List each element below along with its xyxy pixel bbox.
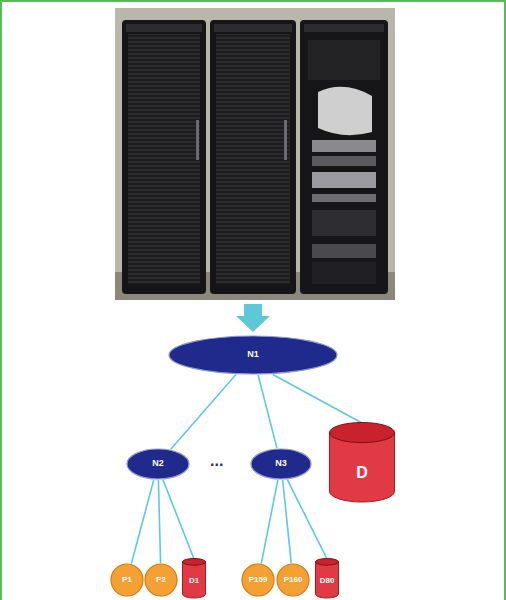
flow-arrow xyxy=(236,304,270,332)
connector-line xyxy=(273,374,362,423)
connector-line xyxy=(283,480,292,563)
node-label: P1 xyxy=(122,576,132,585)
rack xyxy=(300,20,388,294)
cable-bundle xyxy=(318,87,372,135)
connector-line xyxy=(131,480,153,564)
server-unit xyxy=(312,194,376,202)
network-ellipse: N1 xyxy=(168,335,338,375)
circle-fill xyxy=(111,564,143,596)
disk-cylinder: D1 xyxy=(182,558,206,598)
connector-line xyxy=(261,480,278,563)
network-ellipse: N3 xyxy=(250,448,312,480)
node-label: P159 xyxy=(249,576,268,585)
cylinder-body xyxy=(183,562,206,598)
connector-stroke xyxy=(158,480,160,563)
rack-top xyxy=(304,24,384,32)
rack xyxy=(210,20,296,294)
server-rack-photo xyxy=(115,8,395,300)
node-label: D1 xyxy=(189,577,199,586)
connector-stroke xyxy=(131,480,153,564)
circle-fill xyxy=(277,564,309,596)
circle-fill xyxy=(242,564,274,596)
connector-stroke xyxy=(171,375,236,450)
connector-line xyxy=(171,375,236,450)
disk-cylinder: D80 xyxy=(315,558,339,598)
server-unit xyxy=(312,262,376,284)
network-ellipse: N2 xyxy=(126,448,190,480)
rack-top xyxy=(214,24,292,32)
cylinder-top xyxy=(330,423,395,443)
rack-handle xyxy=(196,120,199,160)
server-unit xyxy=(312,244,376,258)
connector-stroke xyxy=(287,480,327,559)
connector-line xyxy=(158,480,160,563)
ellipse-fill xyxy=(251,449,311,479)
rack-door xyxy=(216,34,290,284)
photo-wall xyxy=(115,8,395,300)
disk-cylinder-outline xyxy=(329,422,395,502)
server-unit xyxy=(312,156,376,166)
cylinder-body xyxy=(316,562,339,598)
rack xyxy=(122,20,206,294)
rack-bay xyxy=(308,40,380,80)
connector-stroke xyxy=(258,375,277,448)
connector-stroke xyxy=(273,374,362,423)
ellipse-fill xyxy=(127,449,189,479)
node-label: D xyxy=(356,464,368,482)
node-label: N1 xyxy=(247,350,259,360)
processor-circle: P160 xyxy=(276,563,310,597)
rack-top xyxy=(126,24,202,32)
connector-line xyxy=(287,480,327,559)
frame-line xyxy=(0,0,506,2)
server-unit xyxy=(312,140,376,152)
server-unit xyxy=(312,210,376,236)
cylinder-top xyxy=(316,559,339,566)
rack-door xyxy=(128,34,200,284)
rack-handle xyxy=(284,120,287,160)
disk-cylinder: D xyxy=(329,422,395,502)
connector-line xyxy=(163,480,194,559)
frame-line xyxy=(504,0,506,600)
connector-line xyxy=(258,375,277,448)
processor-circle: P1 xyxy=(110,563,144,597)
connector-stroke xyxy=(261,480,278,563)
node-label: P160 xyxy=(284,576,303,585)
node-label: N3 xyxy=(275,459,287,469)
node-label: N2 xyxy=(152,459,164,469)
node-label: D80 xyxy=(320,577,335,586)
connector-stroke xyxy=(163,480,194,559)
ellipse-fill xyxy=(169,336,337,374)
circle-fill xyxy=(145,564,177,596)
processor-circle: P159 xyxy=(241,563,275,597)
node-label: P2 xyxy=(156,576,166,585)
processor-circle: P2 xyxy=(144,563,178,597)
server-unit xyxy=(312,172,376,188)
cylinder-top xyxy=(183,559,206,566)
connector-stroke xyxy=(283,480,292,563)
frame-line xyxy=(0,0,2,600)
ellipsis-mark: ... xyxy=(210,452,223,470)
